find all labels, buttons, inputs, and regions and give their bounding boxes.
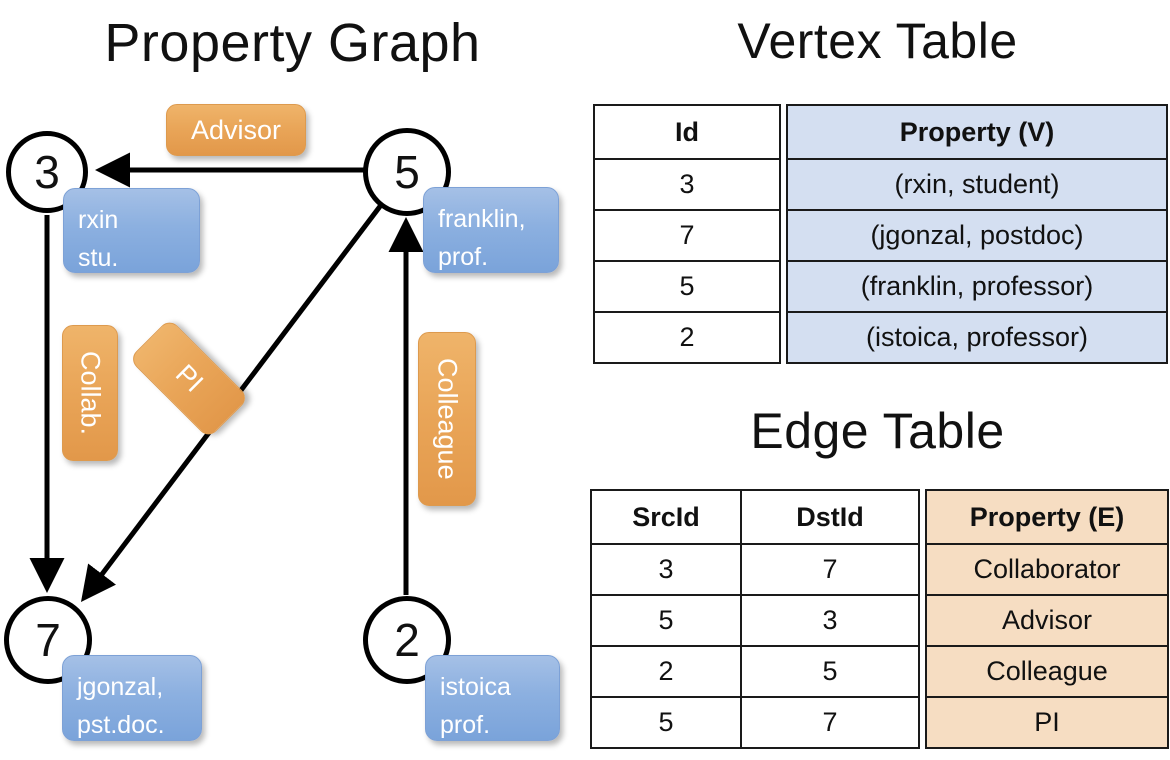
- graph-node-7-label: 7: [35, 614, 61, 666]
- edge-label-advisor: Advisor: [166, 104, 306, 156]
- page-title-vertex-table: Vertex Table: [737, 13, 1018, 69]
- edge-table-header-srcid: SrcId: [590, 489, 742, 545]
- table-row: 3 7 Collaborator: [590, 543, 1169, 596]
- edge-label-collab-text: Collab.: [75, 350, 106, 436]
- table-row: 3 (rxin, student): [593, 158, 1168, 211]
- edge-cell-srcid: 5: [590, 594, 742, 647]
- edge-table-header-property: Property (E): [925, 489, 1169, 545]
- vertex-cell-id: 5: [593, 260, 781, 313]
- edge-cell-property: Collaborator: [925, 543, 1169, 596]
- edge-label-colleague: Colleague: [418, 332, 476, 506]
- edge-cell-srcid: 5: [590, 696, 742, 749]
- edge-table-column-gap: [919, 697, 926, 748]
- edge-cell-srcid: 3: [590, 543, 742, 596]
- vertex-table-column-gap: [780, 210, 787, 261]
- vertex-table-column-gap: [780, 261, 787, 312]
- edge-cell-property: Advisor: [925, 594, 1169, 647]
- node-property-box-jgonzal: jgonzal, pst.doc.: [62, 655, 202, 741]
- node-property-line: prof.: [440, 711, 491, 739]
- edge-cell-dstid: 7: [740, 696, 920, 749]
- edge-label-colleague-text: Colleague: [432, 358, 463, 480]
- node-property-line: jgonzal,: [77, 673, 164, 701]
- graph-node-5-label: 5: [394, 146, 420, 198]
- vertex-cell-property: (franklin, professor): [786, 260, 1168, 313]
- edge-cell-property: Colleague: [925, 645, 1169, 698]
- vertex-table: Id Property (V) 3 (rxin, student) 7 (jgo…: [593, 104, 1168, 364]
- table-row: 5 3 Advisor: [590, 594, 1169, 647]
- edge-label-pi-text: PI: [169, 358, 209, 398]
- edge-label-advisor-text: Advisor: [190, 114, 282, 145]
- edge-table-column-gap: [919, 646, 926, 697]
- edge-table-column-gap: [919, 595, 926, 646]
- vertex-table-header-id: Id: [593, 104, 781, 160]
- edge-cell-dstid: 7: [740, 543, 920, 596]
- graph-node-5[interactable]: 5: [363, 128, 451, 216]
- edge-cell-dstid: 3: [740, 594, 920, 647]
- edge-label-collab: Collab.: [62, 325, 118, 461]
- edge-table-header-dstid: DstId: [740, 489, 920, 545]
- page-title-property-graph: Property Graph: [104, 13, 481, 73]
- vertex-table-header-property: Property (V): [786, 104, 1168, 160]
- property-graph-diagram: 3 5 7 2 rxin stu. franklin, prof. jgonza…: [4, 104, 560, 741]
- table-row: 5 7 PI: [590, 696, 1169, 749]
- node-property-line: istoica: [440, 673, 511, 701]
- edge-cell-srcid: 2: [590, 645, 742, 698]
- node-property-line: stu.: [78, 244, 119, 272]
- node-property-line: rxin: [78, 206, 119, 234]
- edge-cell-property: PI: [925, 696, 1169, 749]
- node-property-line: prof.: [438, 243, 489, 271]
- graph-node-3-label: 3: [34, 146, 60, 198]
- graph-node-2[interactable]: 2: [363, 596, 451, 684]
- node-property-line: franklin,: [438, 205, 526, 233]
- edge-table-column-gap: [919, 544, 926, 595]
- vertex-cell-id: 3: [593, 158, 781, 211]
- vertex-table-header-row: Id Property (V): [593, 104, 1168, 160]
- node-property-box-rxin: rxin stu.: [63, 188, 200, 273]
- table-row: 7 (jgonzal, postdoc): [593, 209, 1168, 262]
- vertex-cell-property: (jgonzal, postdoc): [786, 209, 1168, 262]
- vertex-table-column-gap: [780, 105, 787, 159]
- node-property-line: pst.doc.: [77, 711, 165, 739]
- vertex-cell-id: 7: [593, 209, 781, 262]
- edge-cell-dstid: 5: [740, 645, 920, 698]
- table-row: 2 5 Colleague: [590, 645, 1169, 698]
- vertex-table-column-gap: [780, 312, 787, 363]
- vertex-cell-id: 2: [593, 311, 781, 364]
- table-row: 2 (istoica, professor): [593, 311, 1168, 364]
- vertex-cell-property: (istoica, professor): [786, 311, 1168, 364]
- edge-table-column-gap: [919, 490, 926, 544]
- node-property-box-franklin: franklin, prof.: [423, 187, 559, 273]
- vertex-table-column-gap: [780, 159, 787, 210]
- page-title-edge-table: Edge Table: [750, 403, 1005, 459]
- table-row: 5 (franklin, professor): [593, 260, 1168, 313]
- node-property-box-istoica: istoica prof.: [425, 655, 560, 741]
- graph-node-2-label: 2: [394, 614, 420, 666]
- vertex-cell-property: (rxin, student): [786, 158, 1168, 211]
- edge-table-header-row: SrcId DstId Property (E): [590, 489, 1169, 545]
- edge-table: SrcId DstId Property (E) 3 7 Collaborato…: [590, 489, 1169, 749]
